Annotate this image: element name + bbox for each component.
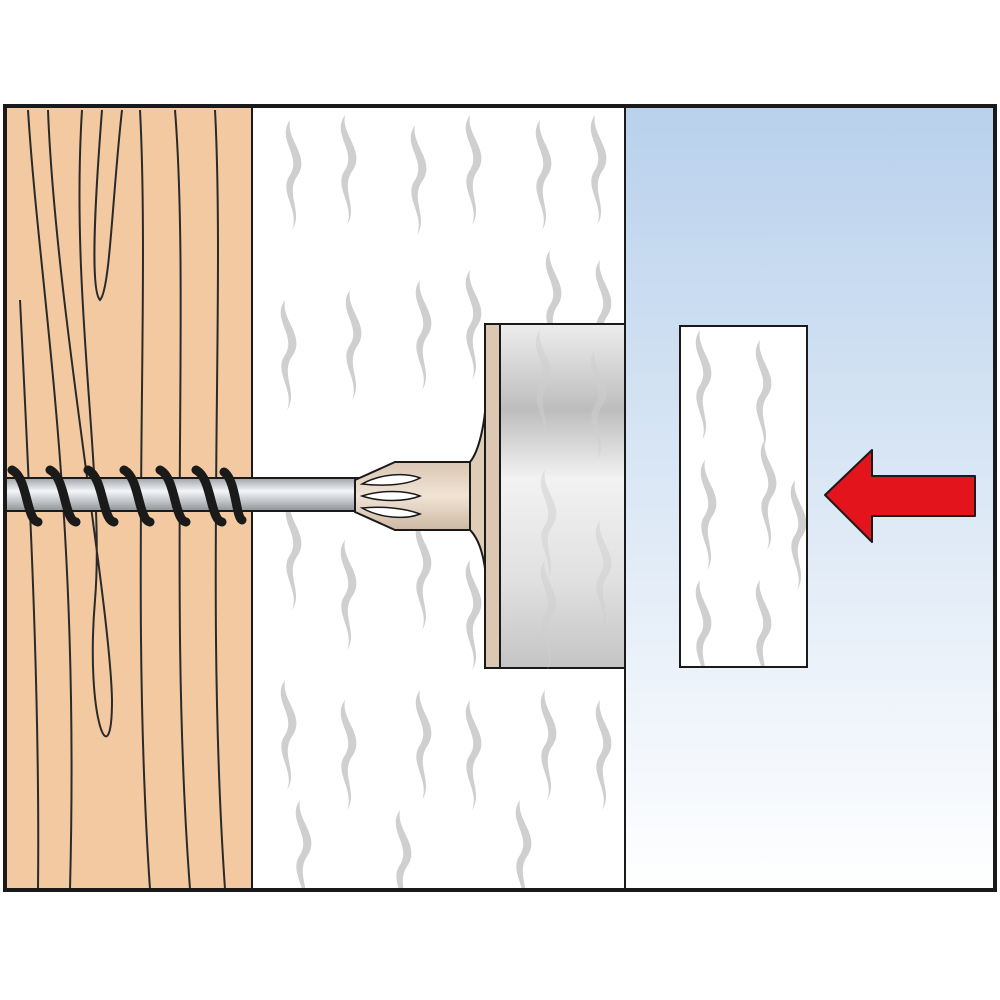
- diagram-frame: [3, 104, 997, 892]
- insulation-cap: [484, 323, 626, 670]
- screw: [4, 465, 361, 527]
- dowel-sleeve: [354, 399, 487, 581]
- insulation-plug: [679, 325, 808, 668]
- arrow-left-icon: [824, 449, 976, 543]
